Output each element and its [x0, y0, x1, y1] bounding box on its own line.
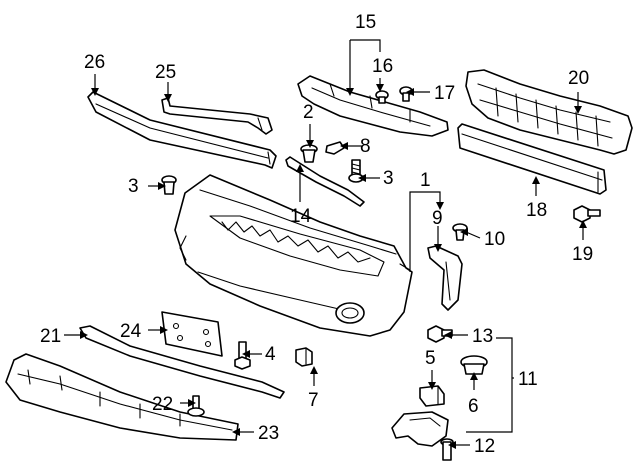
part-23-splitter [5, 353, 239, 441]
part-7-nut [295, 347, 313, 367]
callout-14: 14 [290, 206, 312, 227]
callout-labels: 1 2 3 3 4 5 6 7 8 9 10 11 12 13 14 15 16… [40, 12, 593, 457]
callout-10: 10 [484, 229, 505, 250]
part-20-absorber [465, 69, 633, 155]
part-5-clip [419, 385, 445, 407]
part-25-bracket [161, 97, 273, 135]
part-8-clip [325, 141, 345, 155]
part-12-bolt [440, 438, 454, 461]
callout-8: 8 [360, 136, 371, 157]
callout-4: 4 [265, 344, 276, 365]
callout-6: 6 [468, 396, 479, 417]
part-9-bracket [427, 245, 463, 311]
part-3-screw-upper [348, 159, 364, 183]
callout-16: 16 [372, 56, 393, 77]
callout-18: 18 [526, 200, 547, 221]
callout-26: 26 [84, 52, 105, 73]
callout-9: 9 [432, 208, 443, 229]
part-6-retainer [460, 355, 488, 375]
part-3-pin-left [161, 175, 177, 195]
leader-lines [64, 39, 584, 446]
part-19-bolt [573, 205, 601, 223]
callout-12: 12 [474, 436, 495, 457]
callout-3-left: 3 [128, 176, 139, 197]
part-14-lip-molding [285, 156, 365, 207]
callout-23: 23 [258, 423, 279, 444]
callout-25: 25 [155, 62, 176, 83]
callout-20: 20 [568, 68, 589, 89]
part-16-pin [375, 90, 389, 104]
part-24-plate-bracket [161, 311, 223, 357]
callout-13: 13 [472, 326, 493, 347]
part-15-upper-cover [297, 75, 449, 137]
callout-17: 17 [434, 83, 455, 104]
part-lower-bracket [391, 411, 449, 447]
part-26-molding [87, 91, 277, 169]
part-18-impact-bar [457, 123, 607, 195]
arrowheads [80, 84, 587, 449]
part-2-retainer [300, 144, 318, 163]
callout-1: 1 [420, 170, 431, 191]
callout-2: 2 [303, 102, 314, 123]
callout-11: 11 [518, 369, 538, 390]
part-4-bolt [234, 341, 251, 370]
callout-3-right: 3 [383, 168, 394, 189]
callout-5: 5 [425, 348, 436, 369]
part-22-pin [187, 395, 205, 417]
callout-22: 22 [152, 394, 173, 415]
callout-24: 24 [120, 321, 142, 342]
callout-19: 19 [572, 244, 593, 265]
part-21-strip [79, 325, 285, 399]
callout-21: 21 [40, 326, 61, 347]
callout-15: 15 [355, 12, 376, 33]
callout-7: 7 [308, 390, 319, 411]
part-1-bumper-cover [174, 174, 413, 337]
